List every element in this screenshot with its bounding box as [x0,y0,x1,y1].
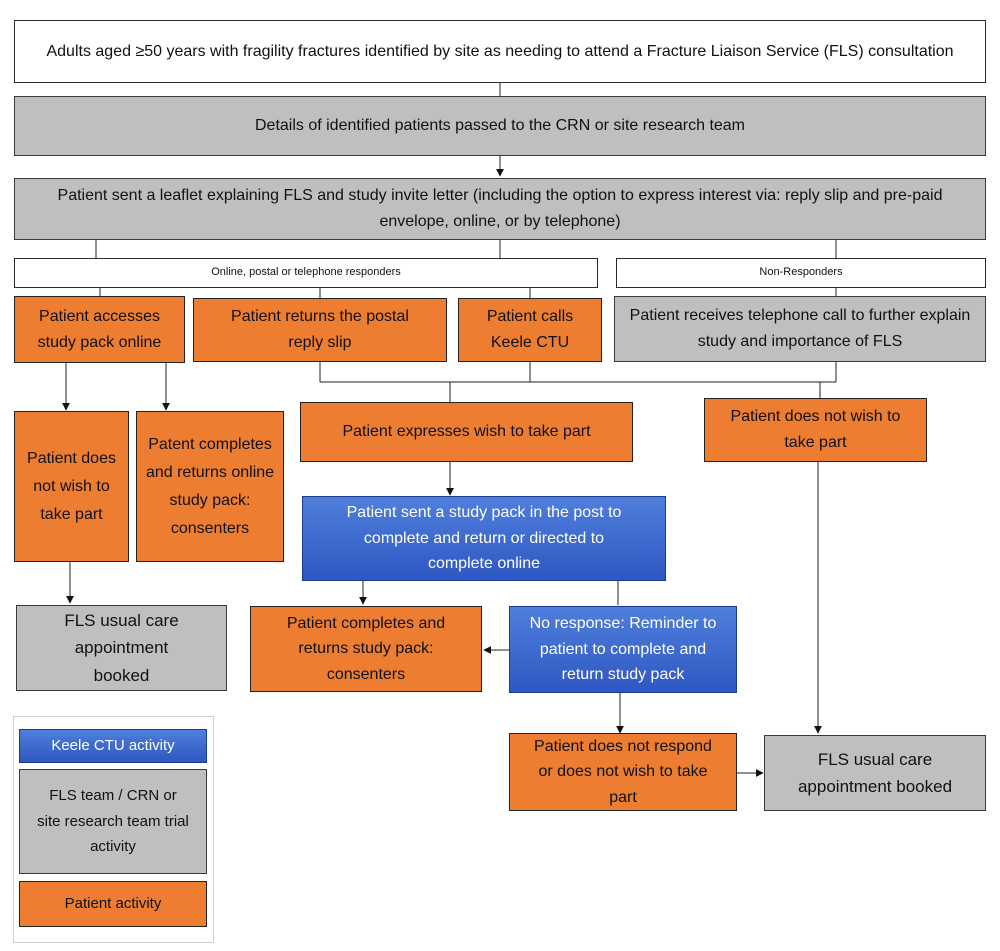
node-does-not-respond: Patient does not respond or does not wis… [509,733,737,811]
node-usual-care-right: FLS usual care appointment booked [764,735,986,811]
legend-patient-activity: Patient activity [19,881,207,927]
node-right-does-not-wish: Patient does not wish to take part [704,398,927,462]
node-left-does-not-wish: Patient does not wish to take part [14,411,129,562]
node-returns-postal-reply-slip: Patient returns the postal reply slip [193,298,447,362]
node-adults-fragility-fractures: Adults aged ≥50 years with fragility fra… [14,20,986,83]
legend: Keele CTU activity FLS team / CRN or sit… [13,716,214,943]
node-calls-keele-ctu: Patient calls Keele CTU [458,298,602,362]
node-reminder-no-response: No response: Reminder to patient to comp… [509,606,737,693]
node-completes-returns-study-pack: Patient completes and returns study pack… [250,606,482,692]
node-usual-care-left: FLS usual care appointment booked [16,605,227,691]
legend-fls-team: FLS team / CRN or site research team tri… [19,769,207,874]
node-leaflet-and-invite: Patient sent a leaflet explaining FLS an… [14,178,986,240]
node-expresses-wish-to-take-part: Patient expresses wish to take part [300,402,633,462]
node-accesses-study-pack-online: Patient accesses study pack online [14,296,185,363]
node-telephone-call: Patient receives telephone call to furth… [614,296,986,362]
legend-keele-ctu: Keele CTU activity [19,729,207,763]
label-non-responders: Non-Responders [616,258,986,288]
node-completes-online-study-pack: Patent completes and returns online stud… [136,411,284,562]
node-study-pack-in-post: Patient sent a study pack in the post to… [302,496,666,581]
label-responders: Online, postal or telephone responders [14,258,598,288]
node-details-passed-to-crn: Details of identified patients passed to… [14,96,986,156]
